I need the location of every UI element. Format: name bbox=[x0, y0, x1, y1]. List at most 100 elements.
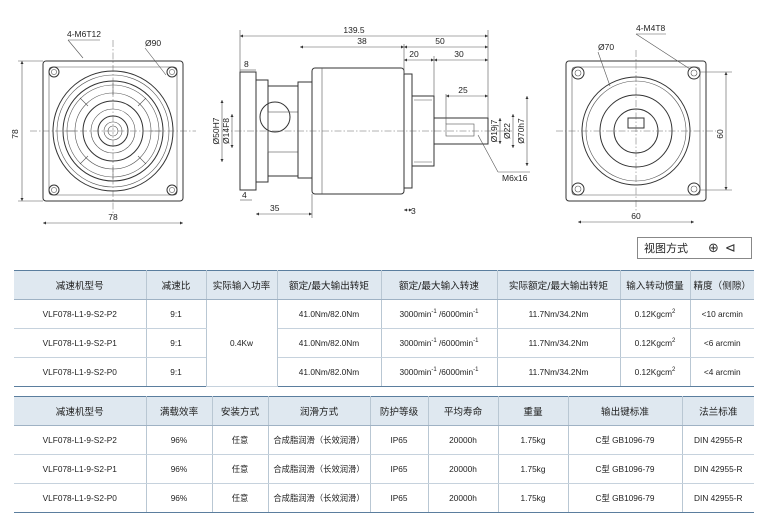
col-header: 满载效率 bbox=[145, 396, 213, 426]
model-cell: VLF078-L1-9-S2-P2 bbox=[14, 299, 147, 329]
performance-table: 减速机型号 减速比 实际输入功率 额定/最大输出转矩 额定/最大输入转速 实际额… bbox=[14, 270, 754, 387]
view-method-box: 视图方式 ⊕ ⊲ bbox=[637, 237, 752, 259]
efficiency-cell: 96% bbox=[145, 425, 213, 455]
key-standard-cell: C型 GB1096-79 bbox=[567, 454, 683, 484]
projection-cone-icon: ⊲ bbox=[724, 240, 736, 256]
table-row: VLF078-L1-9-S2-P0 96% 任意 合成脂润滑（长效润滑） IP6… bbox=[14, 483, 754, 513]
dim-70h7: Ø70h7 bbox=[516, 118, 526, 144]
key-standard-cell: C型 GB1096-79 bbox=[567, 425, 683, 455]
speed-cell: 3000min-1 /6000min-1 bbox=[380, 328, 498, 358]
ratio-cell: 9:1 bbox=[145, 357, 207, 387]
inertia-cell: 0.12Kgcm2 bbox=[619, 357, 691, 387]
dim-35: 35 bbox=[270, 203, 280, 213]
col-header: 输入转动惯量 bbox=[619, 270, 691, 300]
left-width-dim: 78 bbox=[108, 212, 118, 222]
precision-cell: <6 arcmin bbox=[689, 328, 754, 358]
col-header: 额定/最大输入转速 bbox=[380, 270, 498, 300]
torque-cell: 41.0Nm/82.0Nm bbox=[276, 328, 382, 358]
speed-cell: 3000min-1 /6000min-1 bbox=[380, 299, 498, 329]
actual-torque-cell: 11.7Nm/34.2Nm bbox=[496, 357, 621, 387]
col-header: 精度（侧隙） bbox=[689, 270, 754, 300]
model-cell: VLF078-L1-9-S2-P1 bbox=[14, 454, 147, 484]
life-cell: 20000h bbox=[427, 454, 499, 484]
table-header-row: 减速机型号 满载效率 安装方式 润滑方式 防护等级 平均寿命 重量 输出键标准 … bbox=[14, 396, 754, 426]
lubrication-cell: 合成脂润滑（长效润滑） bbox=[267, 454, 371, 484]
precision-cell: <10 arcmin bbox=[689, 299, 754, 329]
col-header: 实际额定/最大输出转矩 bbox=[496, 270, 621, 300]
weight-cell: 1.75kg bbox=[497, 425, 569, 455]
actual-torque-cell: 11.7Nm/34.2Nm bbox=[496, 328, 621, 358]
col-header: 平均寿命 bbox=[427, 396, 499, 426]
right-width-dim: 60 bbox=[631, 211, 641, 221]
inertia-cell: 0.12Kgcm2 bbox=[619, 299, 691, 329]
table-row: VLF078-L1-9-S2-P2 9:1 0.4Kw 41.0Nm/82.0N… bbox=[14, 299, 754, 387]
torque-cell: 41.0Nm/82.0Nm bbox=[276, 299, 382, 329]
ratio-cell: 9:1 bbox=[145, 328, 207, 358]
dim-22: Ø22 bbox=[502, 123, 512, 139]
col-header: 重量 bbox=[497, 396, 569, 426]
efficiency-cell: 96% bbox=[145, 483, 213, 513]
dim-total: 139.5 bbox=[343, 25, 365, 35]
protection-cell: IP65 bbox=[369, 425, 429, 455]
life-cell: 20000h bbox=[427, 483, 499, 513]
dim-50h7: Ø50H7 bbox=[211, 117, 221, 144]
right-bolt-spec: 4-M4T8 bbox=[636, 23, 666, 33]
table-header-row: 减速机型号 减速比 实际输入功率 额定/最大输出转矩 额定/最大输入转速 实际额… bbox=[14, 270, 754, 300]
speed-cell: 3000min-1 /6000min-1 bbox=[380, 357, 498, 387]
protection-cell: IP65 bbox=[369, 483, 429, 513]
mounting-cell: 任意 bbox=[211, 425, 269, 455]
torque-cell: 41.0Nm/82.0Nm bbox=[276, 357, 382, 387]
mounting-cell: 任意 bbox=[211, 454, 269, 484]
table-row: VLF078-L1-9-S2-P0 9:1 41.0Nm/82.0Nm 3000… bbox=[14, 357, 754, 387]
dim-19j7: Ø19j7 bbox=[489, 119, 499, 142]
model-cell: VLF078-L1-9-S2-P1 bbox=[14, 328, 147, 358]
protection-cell: IP65 bbox=[369, 454, 429, 484]
left-height-dim: 78 bbox=[10, 129, 20, 139]
lubrication-cell: 合成脂润滑（长效润滑） bbox=[267, 425, 371, 455]
col-header: 实际输入功率 bbox=[205, 270, 278, 300]
dim-14f8: Ø14F8 bbox=[221, 118, 231, 144]
general-specs-table: 减速机型号 满载效率 安装方式 润滑方式 防护等级 平均寿命 重量 输出键标准 … bbox=[14, 396, 754, 513]
col-header: 额定/最大输出转矩 bbox=[276, 270, 382, 300]
dim-25: 25 bbox=[458, 85, 468, 95]
model-cell: VLF078-L1-9-S2-P2 bbox=[14, 425, 147, 455]
view-method-label: 视图方式 bbox=[644, 242, 688, 255]
left-bolt-spec: 4-M6T12 bbox=[67, 29, 101, 39]
life-cell: 20000h bbox=[427, 425, 499, 455]
dim-38: 38 bbox=[357, 36, 367, 46]
lubrication-cell: 合成脂润滑（长效润滑） bbox=[267, 483, 371, 513]
table-row: VLF078-L1-9-S2-P1 96% 任意 合成脂润滑（长效润滑） IP6… bbox=[14, 454, 754, 484]
inertia-cell: 0.12Kgcm2 bbox=[619, 328, 691, 358]
precision-cell: <4 arcmin bbox=[689, 357, 754, 387]
dim-20: 20 bbox=[409, 49, 419, 59]
mounting-cell: 任意 bbox=[211, 483, 269, 513]
technical-drawing: 78 78 4-M6T12 Ø90 Ø50H7 Ø14F8 Ø bbox=[10, 23, 732, 225]
dim-3: 3 bbox=[411, 206, 416, 216]
flange-standard-cell: DIN 42955-R bbox=[681, 425, 754, 455]
efficiency-cell: 96% bbox=[145, 454, 213, 484]
col-header: 安装方式 bbox=[211, 396, 269, 426]
key-standard-cell: C型 GB1096-79 bbox=[567, 483, 683, 513]
dim-thread: M6x16 bbox=[502, 173, 528, 183]
actual-torque-cell: 11.7Nm/34.2Nm bbox=[496, 299, 621, 329]
dim-8: 8 bbox=[244, 59, 249, 69]
table-row: VLF078-L1-9-S2-P2 96% 任意 合成脂润滑（长效润滑） IP6… bbox=[14, 425, 754, 455]
dim-50: 50 bbox=[435, 36, 445, 46]
table-row: VLF078-L1-9-S2-P1 9:1 41.0Nm/82.0Nm 3000… bbox=[14, 328, 754, 358]
side-view: Ø50H7 Ø14F8 Ø19j7 Ø22 Ø70h7 139.5 38 50 … bbox=[211, 25, 530, 218]
right-pcd: Ø70 bbox=[598, 42, 614, 52]
col-header: 润滑方式 bbox=[267, 396, 371, 426]
output-flange-view: 60 60 4-M4T8 Ø70 bbox=[556, 23, 732, 224]
dim-30: 30 bbox=[454, 49, 464, 59]
model-cell: VLF078-L1-9-S2-P0 bbox=[14, 483, 147, 513]
weight-cell: 1.75kg bbox=[497, 454, 569, 484]
col-header: 防护等级 bbox=[369, 396, 429, 426]
flange-standard-cell: DIN 42955-R bbox=[681, 454, 754, 484]
col-header: 减速比 bbox=[145, 270, 207, 300]
dim-4: 4 bbox=[242, 190, 247, 200]
ratio-cell: 9:1 bbox=[145, 299, 207, 329]
model-cell: VLF078-L1-9-S2-P0 bbox=[14, 357, 147, 387]
input-flange-view: 78 78 4-M6T12 Ø90 bbox=[10, 29, 196, 225]
col-header: 法兰标准 bbox=[681, 396, 754, 426]
col-header: 减速机型号 bbox=[14, 270, 147, 300]
